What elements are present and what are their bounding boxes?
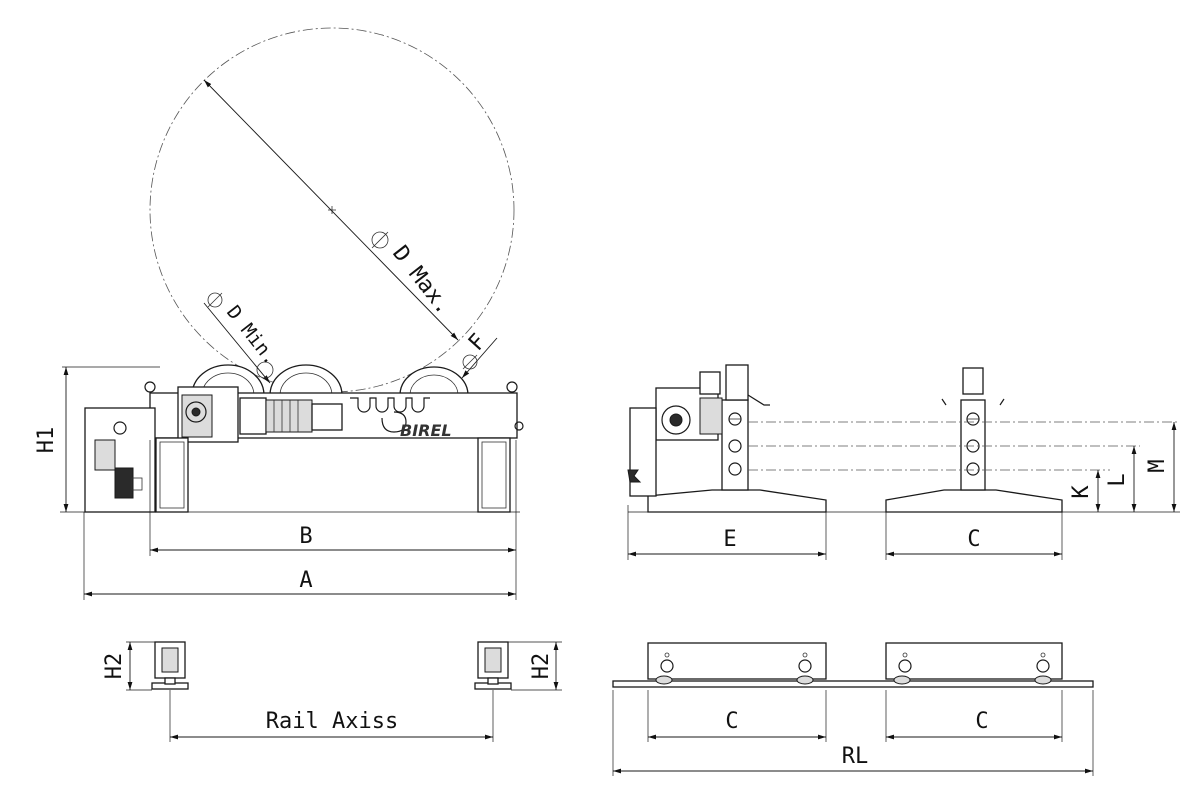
c-label-bottom-left: C [725,709,738,734]
e-label: E [723,527,736,552]
control-box [84,407,156,513]
h2-label-left: H2 [102,653,127,680]
rail-length-view: C C RL [612,642,1094,776]
h1-label: H1 [34,427,59,454]
f-label: F [464,329,491,356]
rail [612,680,1094,688]
c-label-top: C [967,527,980,552]
workpiece-dmax-circle [149,27,515,393]
f-leader-line [461,337,498,379]
left-leg [155,437,189,513]
dmax-label: D Max. [387,241,456,319]
dmin-diameter-line [203,302,271,384]
l-label: L [1105,473,1130,486]
drive-base [647,489,827,513]
rail-axis-label: Rail Axiss [266,709,398,734]
c-label-bottom-right: C [975,709,988,734]
rail-axis-view: H2 H2 Rail Axiss [102,641,562,742]
drive-unit [177,386,343,443]
a-label: A [299,568,312,593]
m-label: M [1145,459,1170,472]
idler-base [885,489,1063,513]
h2-label-right: H2 [529,653,554,680]
front-view: BIREL H1 B A D Max. D M [34,27,524,600]
birel-logo: BIREL [381,411,452,440]
right-leg [477,437,511,513]
rl-label: RL [842,744,869,769]
dmax-diameter-line [203,79,459,341]
side-view: E C K L M [627,364,1180,560]
svg-text:BIREL: BIREL [400,421,452,440]
b-label: B [299,524,312,549]
k-label: K [1069,485,1094,499]
